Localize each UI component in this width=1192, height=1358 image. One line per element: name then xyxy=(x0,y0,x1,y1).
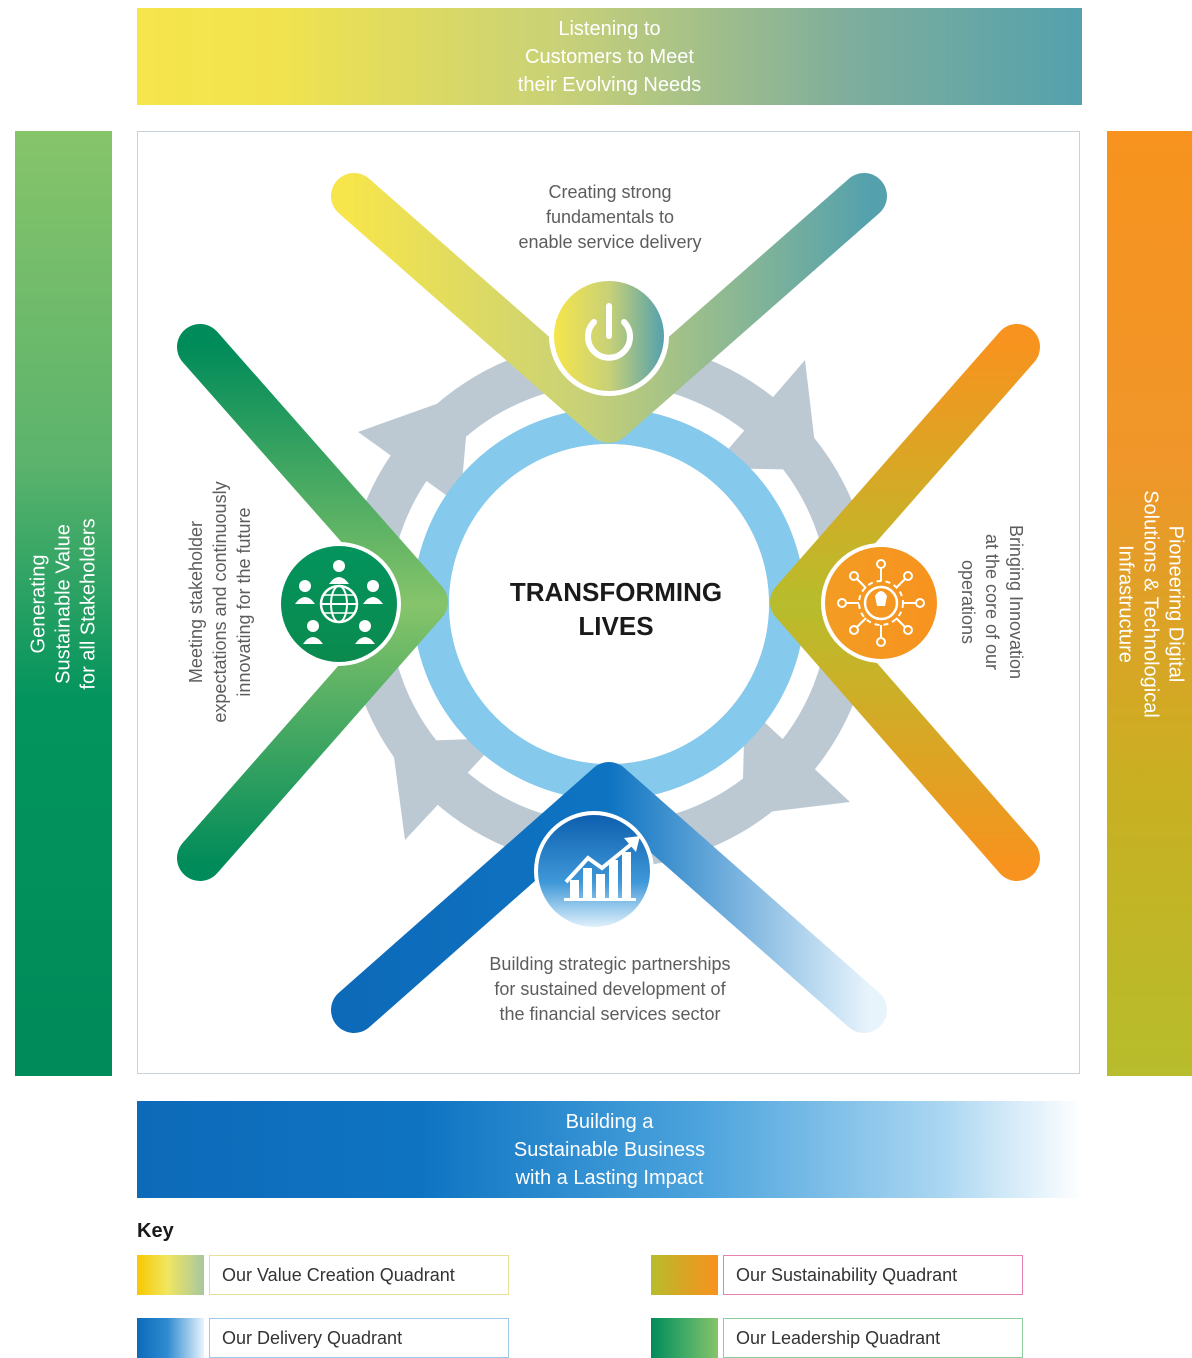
key-label: Our Value Creation Quadrant xyxy=(222,1264,455,1285)
power-icon xyxy=(549,276,669,396)
right-banner-text: Pioneering Digital Solutions & Technolog… xyxy=(1114,489,1186,718)
key-label: Our Sustainability Quadrant xyxy=(736,1264,958,1285)
ring-arrowhead-top-right xyxy=(712,360,818,470)
ring-arrowhead-top-left xyxy=(358,392,470,505)
left-banner-text: Generating Sustainable Value for all Sta… xyxy=(27,517,99,690)
leadership-chevron xyxy=(177,324,448,881)
ring-arrowhead-bottom-left xyxy=(392,738,500,840)
sustainability-swatch xyxy=(651,1255,718,1295)
sustainability-label-box: Our Sustainability Quadrant xyxy=(723,1255,1023,1295)
quadrant-diagram xyxy=(177,173,1040,1033)
bottom-banner: Building a Sustainable Business with a L… xyxy=(137,1101,1082,1198)
leadership-caption: Meeting stakeholder expectations and con… xyxy=(186,481,254,723)
delivery-swatch xyxy=(137,1318,204,1358)
diagram-frame xyxy=(137,131,1080,1074)
value-creation-caption: Creating strong fundamentals to enable s… xyxy=(518,182,702,252)
globe-people-icon xyxy=(277,542,401,666)
leadership-label-box: Our Leadership Quadrant xyxy=(723,1318,1023,1358)
key-label: Our Leadership Quadrant xyxy=(736,1327,941,1348)
delivery-caption: Building strategic partnerships for sust… xyxy=(489,954,731,1024)
top-banner-text: Listening to Customers to Meet their Evo… xyxy=(517,17,702,96)
sustainability-caption: Bringing Innovation at the core of our o… xyxy=(958,524,1026,680)
value-creation-chevron xyxy=(331,173,887,443)
center-disc xyxy=(449,444,769,764)
leadership-swatch xyxy=(651,1318,718,1358)
top-banner: Listening to Customers to Meet their Evo… xyxy=(137,8,1082,105)
center-title: TRANSFORMING LIVES xyxy=(509,577,723,641)
value-creation-swatch xyxy=(137,1255,204,1295)
key-title: Key xyxy=(137,1220,174,1242)
delivery-chevron xyxy=(331,762,887,1033)
ring-arrowhead-bottom-right xyxy=(742,704,850,815)
innovation-gear-icon xyxy=(821,543,941,663)
key-label: Our Delivery Quadrant xyxy=(222,1327,403,1348)
delivery-label-box: Our Delivery Quadrant xyxy=(209,1318,509,1358)
sustainability-chevron xyxy=(770,324,1040,881)
growth-chart-icon xyxy=(534,811,654,931)
right-banner: Pioneering Digital Solutions & Technolog… xyxy=(1107,131,1192,1076)
value-creation-label-box: Our Value Creation Quadrant xyxy=(209,1255,509,1295)
bottom-banner-text: Building a Sustainable Business with a L… xyxy=(513,1110,706,1189)
left-banner: Generating Sustainable Value for all Sta… xyxy=(15,131,112,1076)
